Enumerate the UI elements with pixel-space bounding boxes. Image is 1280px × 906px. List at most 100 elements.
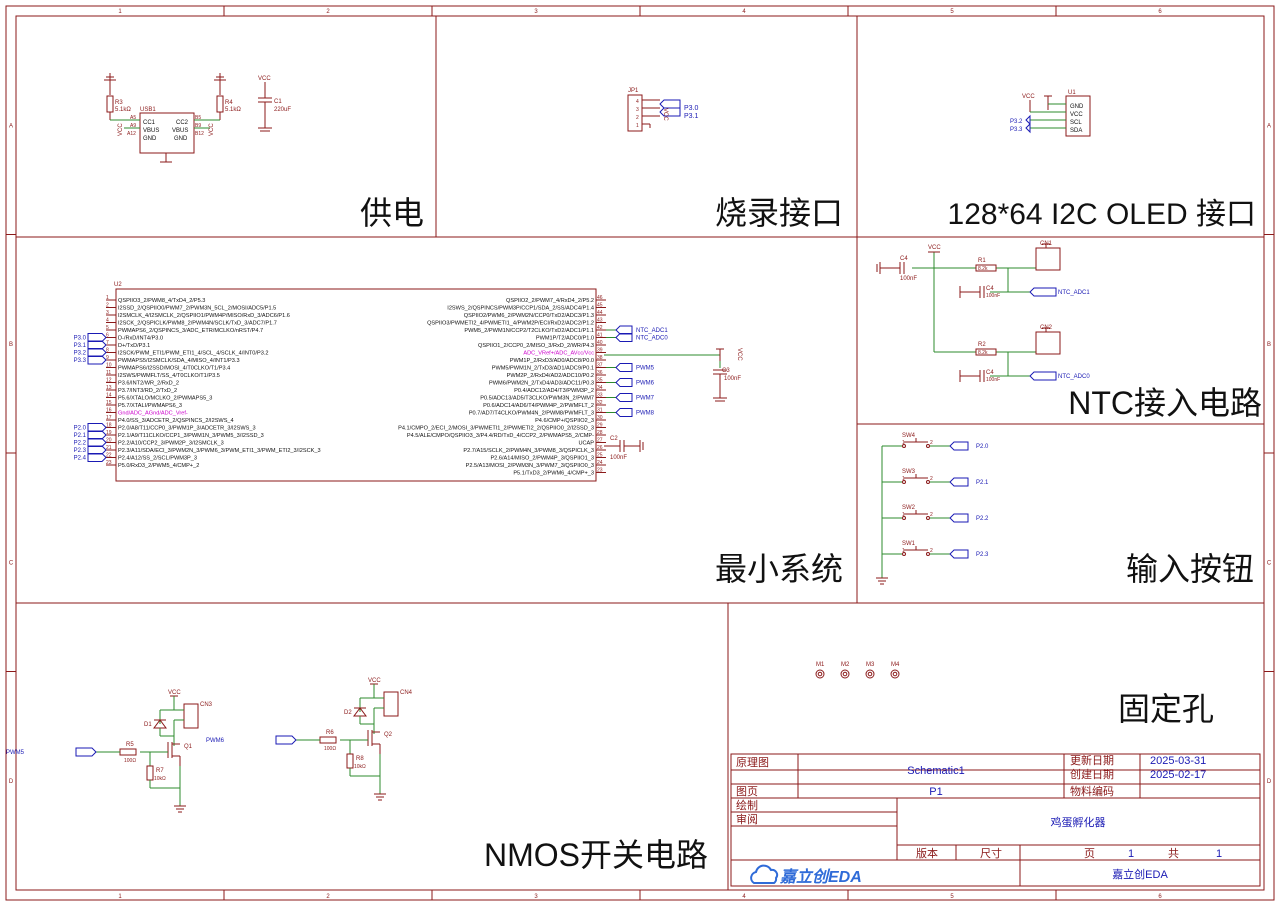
mcu-pin-number: 32: [597, 400, 603, 406]
border-row-label: D: [9, 779, 14, 785]
mcu-pin-name: P0.7/AD7/T4CLKO/PWM4N_2/PWM8/PWMFLT_3: [469, 411, 594, 417]
page-label: 图页: [736, 785, 758, 798]
nmos-connector-ref: CN3: [200, 702, 213, 708]
switch-ref: SW4: [902, 433, 916, 439]
mcu-pin-name: P3.6/INT2/WR_2/RxD_2: [118, 381, 179, 387]
r4-ref: R4: [225, 100, 233, 106]
r4-value: 5.1kΩ: [225, 107, 241, 113]
pulldown-resistor-value: 10kΩ: [354, 764, 366, 770]
mcu-pin-number: 30: [597, 415, 603, 421]
switch-pin: 1: [902, 548, 905, 554]
border-col-label: 1: [118, 9, 122, 15]
switch-pin: 2: [930, 476, 933, 482]
switch-pin: 2: [930, 512, 933, 518]
mcu-pin-name: QSPIIO2/PWM6_2/PWM2N/CCP0/TxD2/ADC3/P1.3: [464, 313, 594, 319]
size-label: 尺寸: [980, 846, 1002, 860]
mcu-pin-name: Gnd/ADC_AGnd/ADC_Vref-: [118, 411, 188, 417]
mcu-pin-name: PWM5/PWM1N_2/TxD3/AD1/ADC9/P0.1: [492, 366, 594, 372]
border-col-label: 6: [1158, 894, 1162, 900]
mounting-hole-icon: [890, 669, 900, 679]
mcu-pin-number: 28: [597, 430, 603, 436]
block-title-oled: 128*64 I2C OLED 接口: [948, 198, 1256, 231]
net-label: P2.3: [74, 448, 87, 454]
switch-ref: SW3: [902, 469, 916, 475]
block-title-nmos: NMOS开关电路: [484, 837, 708, 873]
jp1-pin3: 3: [636, 107, 639, 113]
net-label: P2.4: [74, 456, 87, 462]
jp1-ref: JP1: [628, 88, 639, 94]
mcu-pin-name: QSPIIO2_2/PWM7_4/RxD4_2/P5.2: [506, 298, 594, 304]
programming-block: JP1 4 3 2 1 VCC P3.0 P3.1 烧录接口: [627, 88, 843, 231]
mcu-pin-number: 25: [597, 453, 603, 459]
project-name: 鸡蛋孵化器: [1051, 815, 1106, 829]
created-label: 创建日期: [1070, 767, 1114, 781]
nmos-connector-ref: CN4: [400, 690, 413, 696]
net-ntc-adc0: NTC_ADC0: [1058, 374, 1090, 380]
mcu-pin-name: P5.1/TxD3_2/PWM6_4/CMP+_3: [513, 471, 594, 477]
net-label: PWM5: [636, 366, 655, 372]
mcu-pin-number: 3: [106, 310, 109, 316]
border-col-label: 2: [326, 9, 330, 15]
jp1-vcc: VCC: [662, 108, 668, 121]
ntc-block: VCC C4 100nF R1 8.2k CN1 C4 100nF NTC_AD…: [876, 241, 1262, 421]
mcu-pin-number: 27: [597, 438, 603, 444]
mcu-pin-number: 33: [597, 393, 603, 399]
mcu-vcc-power: VCC: [736, 348, 742, 361]
mcu-pin-name: I2SCK/PWM_ETI1/PWM_ETI1_4/SCL_4/SCLK_4/I…: [118, 351, 268, 357]
cn2-ref: CN2: [1040, 325, 1053, 331]
material-label: 物料编码: [1070, 784, 1114, 798]
mcu-right-pins: 46QSPIIO2_2/PWM7_4/RxD4_2/P5.245I2SWS_2/…: [398, 295, 668, 477]
mcu-pin-name: P2.4/A12/SS_2/SCL/PWM3P_3: [118, 456, 197, 462]
mounting-hole-ref: M2: [841, 662, 850, 668]
mcu-pin-name: D+/TxD/P3.1: [118, 343, 150, 349]
mounting-hole-ref: M3: [866, 662, 875, 668]
mcu-pin-name: P4.6/CMP+/QSPIIO2_3: [535, 418, 594, 424]
nmos-vcc-power: VCC: [368, 678, 381, 684]
mcu-pin-number: 26: [597, 445, 603, 451]
mcu-pin-name: QSPIIO3/PWMETI2_4/PWMETI1_4/PWM2P/ECI/Rx…: [427, 321, 594, 327]
ntc-c4c-value: 100nF: [986, 377, 1000, 383]
mcu-pin-name: UCAP: [578, 441, 594, 447]
pin-vbus1: VBUS: [143, 128, 159, 134]
u1-pin-sda: SDA: [1070, 128, 1082, 134]
mcu-pin-name: P0.5/ADC13/AD5/T3CLKO/PWM3N_2/PWM7: [480, 396, 594, 402]
mcu-pin-number: 29: [597, 423, 603, 429]
block-title-mounting: 固定孔: [1118, 691, 1214, 727]
mcu-pin-name: P2.7/A15/SCLK_2/PWM4N_3/PWM8_3/QSPICLK_3: [463, 448, 594, 454]
mcu-pin-number: 5: [106, 325, 109, 331]
border-col-label: 4: [742, 9, 746, 15]
oled-block: VCC U1 GND VCC SCL SDA P3.2 P3.3 128*64 …: [948, 90, 1256, 231]
mcu-pin-number: 21: [106, 445, 112, 451]
mcu-pin-name: I2SCK_2/QSPICLK/PWM8_2/PWM4N/SCLK/TxD_3/…: [118, 321, 277, 327]
pin-gnd1: GND: [143, 136, 157, 142]
logo-text: 嘉立创EDA: [779, 868, 862, 886]
border-col-label: 2: [326, 894, 330, 900]
pin-vbus2: VBUS: [172, 128, 188, 134]
company-name: 嘉立创EDA: [1112, 867, 1168, 881]
mcu-pin-number: 22: [106, 453, 112, 459]
mcu-pin-name: I2SMCLK_4/I2SMCLK_2/QSPIIO1/PWM4P/MISO/R…: [118, 313, 290, 319]
r2-ref: R2: [978, 342, 986, 348]
mcu-pin-name: P0.6/ADC14/AD6/T4/PWM4P_2/PWMFLT_2: [483, 403, 594, 409]
power-vcc-left: VCC: [118, 123, 124, 136]
mcu-pin-name: P2.5/A13/MOSI_2/PWM3N_3/PWM7_3/QSPIIO0_3: [466, 463, 594, 469]
border-col-label: 3: [534, 9, 538, 15]
net-label: P3.1: [74, 343, 87, 349]
mcu-pin-name: P3.7/INT3/RD_2/TxD_2: [118, 388, 177, 394]
mcu-pin-number: 23: [106, 460, 112, 466]
cn1-ref: CN1: [1040, 241, 1053, 247]
nmos-diode-ref: D1: [144, 722, 152, 728]
mcu-pin-number: 45: [597, 303, 603, 309]
mcu-pin-number: 46: [597, 295, 603, 301]
mcu-pin-name: P5.0/RxD3_2/PWM5_4/CMP+_2: [118, 463, 199, 469]
gate-resistor-ref: R5: [126, 742, 134, 748]
border-row-label: B: [1267, 342, 1271, 348]
net-label: P3.2: [74, 351, 87, 357]
mounting-hole-ref: M1: [816, 662, 825, 668]
updated-label: 更新日期: [1070, 753, 1114, 767]
net-label: P2.1: [74, 433, 87, 439]
mcu-pin-number: 16: [106, 408, 112, 414]
